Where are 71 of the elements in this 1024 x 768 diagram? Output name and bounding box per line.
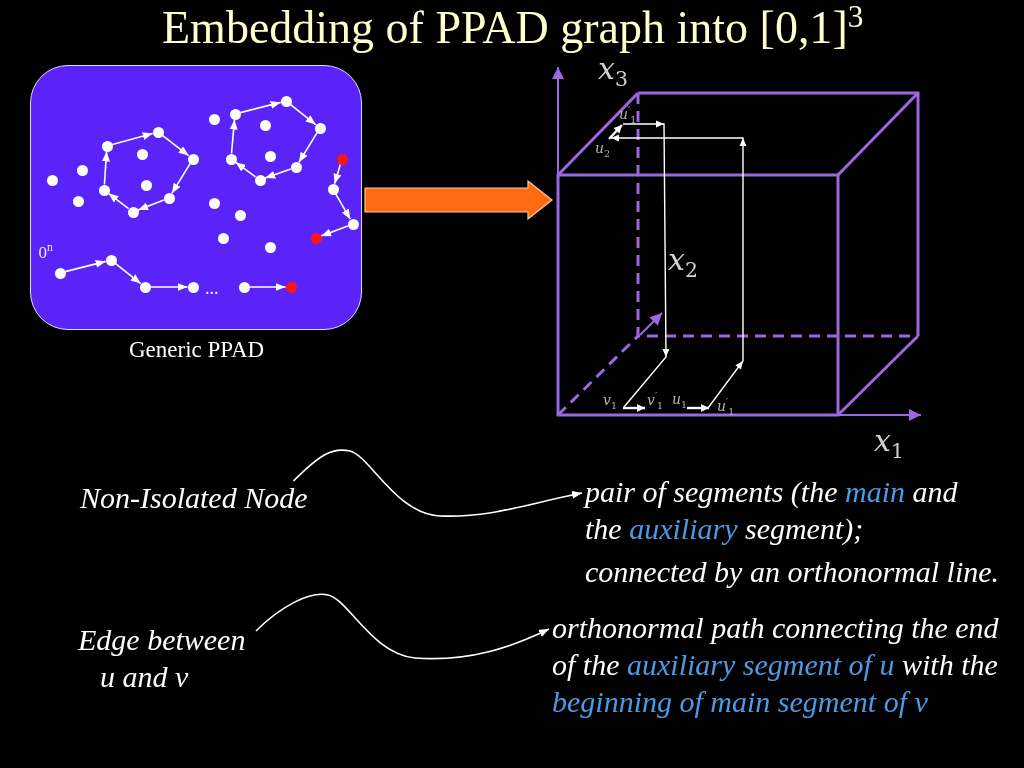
graph-dot	[280, 95, 292, 107]
block-arrow	[364, 179, 553, 221]
graph-dot	[225, 153, 237, 165]
arrow	[114, 262, 142, 285]
description-text: orthonormal path connecting the end of the auxiliary segment of u with the beginning of main segment of v	[552, 609, 1022, 720]
graph-dot	[234, 209, 246, 221]
graph-dot	[187, 153, 199, 165]
graph-dot	[327, 183, 339, 195]
arrow	[171, 162, 191, 195]
arrow	[239, 100, 282, 114]
graph-dot	[264, 150, 276, 162]
graph-dot	[310, 232, 322, 244]
arrow	[101, 150, 110, 186]
graph-dot	[238, 281, 250, 293]
arrow	[234, 161, 257, 178]
arrow	[107, 192, 130, 210]
graph-dot	[347, 218, 359, 230]
arrow	[64, 259, 107, 273]
point-label: v$_{1}$	[603, 393, 617, 407]
graph-dot	[208, 113, 220, 125]
graph-dot	[140, 179, 152, 191]
arrow	[320, 225, 349, 237]
graph-dot	[314, 122, 326, 134]
graph-dot	[264, 241, 276, 253]
arrow	[264, 168, 292, 179]
graph-dot	[105, 254, 117, 266]
arrow	[229, 118, 238, 155]
arrow	[298, 131, 318, 164]
graph-dot	[101, 140, 113, 152]
graph-dot	[208, 197, 220, 209]
term-label: Non-Isolated Node	[80, 479, 308, 516]
arrow	[161, 134, 190, 157]
graph-dot	[152, 126, 164, 138]
axis-label: x$_{1}$	[874, 426, 904, 456]
graph-dot	[187, 281, 199, 293]
graph-dot	[136, 148, 148, 160]
slide-title: Embedding of PPAD graph into [0,1]$^{3}$	[162, 2, 864, 55]
graph-dot	[76, 164, 88, 176]
arrow	[111, 132, 154, 146]
graph-dot	[285, 281, 297, 293]
arrow	[149, 283, 189, 291]
arrow	[248, 283, 287, 291]
arrow	[289, 103, 317, 126]
node-label: 0$^{n}$	[38, 243, 53, 263]
arrow	[334, 193, 352, 220]
point-label: u$_{1}$	[672, 392, 688, 406]
cube-drawing	[555, 90, 921, 418]
graph-dot	[217, 232, 229, 244]
axis-label: x$_{2}$	[668, 245, 698, 275]
graph-dot	[290, 161, 302, 173]
arrow	[333, 163, 342, 185]
ellipsis-label: ...	[205, 279, 219, 297]
curved-arrow	[255, 593, 550, 660]
graph-dot	[163, 192, 175, 204]
term-label: Edge between u and v	[78, 621, 256, 695]
graph-dot	[46, 174, 58, 186]
axis-label: x$_{3}$	[598, 54, 628, 84]
curved-arrow	[292, 449, 583, 517]
point-label: u$_{2}$	[595, 141, 611, 155]
graph-dot	[229, 108, 241, 120]
arrow	[137, 199, 165, 211]
graph-dot	[98, 184, 110, 196]
graph-dot	[127, 206, 139, 218]
graph-dot	[254, 174, 266, 186]
graph-dot	[139, 281, 151, 293]
graph-dot	[72, 195, 84, 207]
panel-caption: Generic PPAD	[129, 336, 265, 364]
graph-dot	[336, 153, 348, 165]
graph-dot	[259, 119, 271, 131]
description-text: connected by an orthonormal line.	[585, 554, 1000, 590]
description-text: pair of segments (the main and the auxiliary segment);	[585, 474, 959, 547]
